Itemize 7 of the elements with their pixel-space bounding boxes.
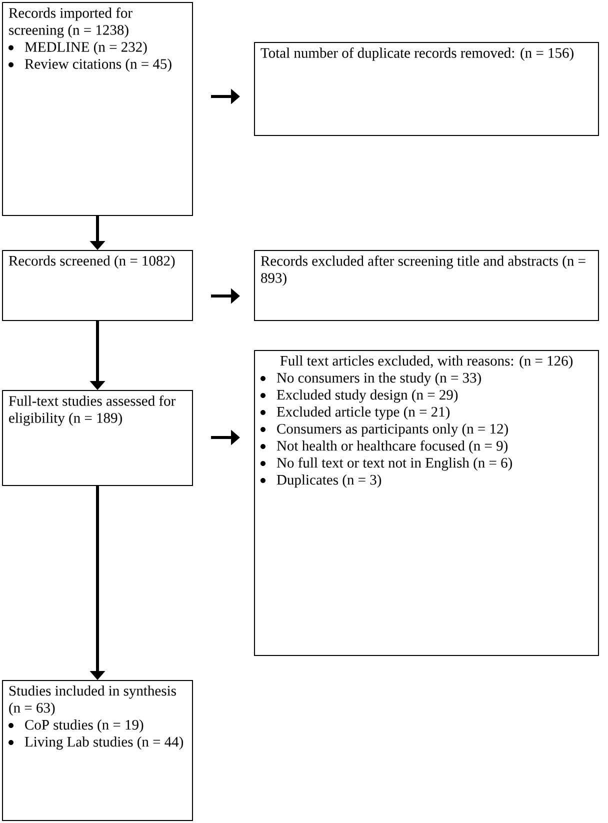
process-box: Records screened (n = 1082) — [2, 250, 193, 321]
process-box: Full text articles excluded, with reasons: (n = 126) No consumers in the study (n = 33) Excluded study design (n = 29) Excluded article type (n = 21) Consumers as participants only (n = 12) Not health or healthcare focused (n = 9) No full text or text not in English (n = 6) Duplicates (n = 3) — [254, 350, 599, 656]
process-box: Total number of duplicate records removed: (n = 156) — [254, 42, 599, 136]
process-box: Studies included in synthesis (n = 63) CoP studies (n = 19) Living Lab studies (n = 44) — [2, 680, 193, 821]
process-box: Full-text studies assessed for eligibility (n = 189) — [2, 390, 193, 486]
process-box: Records excluded after screening title and abstracts (n = 893) — [254, 250, 599, 321]
process-box: Records imported for screening (n = 1238) MEDLINE (n = 232) Review citations (n = 45) — [2, 2, 193, 216]
